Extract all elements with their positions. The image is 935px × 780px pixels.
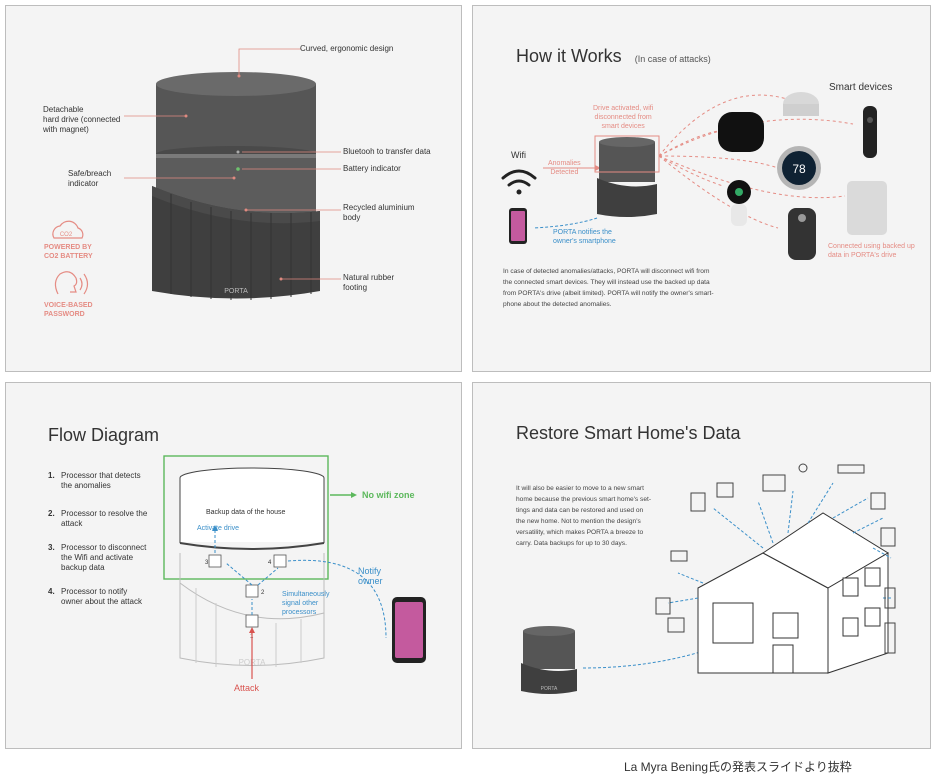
- flow-diagram-illustration: PORTA 3 2 1 4: [163, 455, 426, 679]
- co2-cloud-icon: CO2: [52, 220, 84, 239]
- nest-thermostat-icon: 78: [777, 146, 821, 190]
- restore-description: It will also be easier to move to a new …: [516, 485, 652, 547]
- how-it-works-diagram: 78: [501, 92, 887, 260]
- list-item: 1. Processor that detects the anomalies: [48, 471, 141, 490]
- svg-text:2: 2: [261, 590, 265, 596]
- panel-product-features: PORTA CO2 Curved, ergonomic: [5, 5, 462, 372]
- wifi-label: Wifi: [511, 150, 526, 160]
- smart-lock-icon: [788, 208, 816, 260]
- panel-restore-data: Restore Smart Home's Data It will also b…: [472, 382, 931, 749]
- porta-device-icon: PORTA: [521, 626, 577, 694]
- panel-flow-diagram: Flow Diagram 1. Processor that detects t…: [5, 382, 462, 749]
- voice-password: VOICE-BASED PASSWORD: [44, 302, 93, 318]
- restore-home-illustration: PORTA: [521, 463, 896, 694]
- drive-activated-label: Drive activated, wifi disconnected from …: [593, 105, 654, 130]
- powered-by-co2: POWERED BY CO2 BATTERY: [44, 244, 93, 260]
- svg-text:CO2: CO2: [60, 232, 73, 238]
- notify-owner-label: Notify owner: [358, 566, 383, 586]
- porta-notifies-label: PORTA notifies the owner's smartphone: [553, 229, 616, 245]
- home-speaker-icon: [847, 181, 887, 235]
- attack-label: Attack: [234, 683, 260, 693]
- source-caption: La Myra Bening氏の発表スライドより抜粋: [624, 760, 852, 774]
- list-item: 3. Processor to disconnect the Wifi and …: [48, 543, 147, 572]
- label-bluetooth: Bluetooh to transfer data: [343, 147, 431, 156]
- device-brand: PORTA: [224, 288, 248, 295]
- camera-icon: [727, 180, 751, 226]
- wifi-icon: [501, 169, 537, 195]
- label-safe: Safe/breach indicator: [68, 169, 112, 188]
- panel-how-it-works: How it Works (In case of attacks) Smart …: [472, 5, 931, 372]
- anomalies-label: Anomalies Detected: [548, 160, 581, 176]
- porta-device-illustration: PORTA CO2: [52, 48, 341, 300]
- backup-data-label: Backup data of the house: [206, 509, 286, 516]
- page-title: How it Works (In case of attacks): [516, 46, 711, 66]
- connected-backup-label: Connected using backed up data in PORTA'…: [828, 243, 915, 259]
- smartphone-icon: [509, 208, 527, 244]
- simultaneously-label: Simultaneously signal other processors: [282, 591, 330, 616]
- svg-text:PORTA: PORTA: [541, 686, 558, 692]
- no-wifi-zone-label: No wifi zone: [362, 490, 415, 500]
- svg-text:4: 4: [268, 560, 272, 566]
- smart-speaker-icon: [783, 92, 819, 116]
- activate-drive-label: Activate drive: [197, 525, 240, 532]
- porta-device-icon: [594, 135, 660, 217]
- label-rubber: Natural rubber footing: [343, 273, 395, 292]
- how-it-works-description: In case of detected anomalies/attacks, P…: [503, 268, 714, 308]
- ecobee-icon: [718, 112, 764, 152]
- smartphone-icon: [392, 597, 426, 663]
- label-curved: Curved, ergonomic design: [300, 44, 394, 53]
- smart-devices-label: Smart devices: [829, 82, 893, 93]
- label-recycled: Recycled aluminium body: [343, 203, 415, 222]
- voice-head-icon: [54, 271, 89, 295]
- page-title: Restore Smart Home's Data: [516, 423, 741, 443]
- doorbell-icon: [863, 106, 877, 158]
- house-icon: [697, 512, 889, 674]
- page-title: Flow Diagram: [48, 425, 160, 445]
- label-battery: Battery indicator: [343, 164, 401, 173]
- smart-device-icons: [655, 463, 896, 654]
- list-item: 2. Processor to resolve the attack: [48, 509, 148, 528]
- list-item: 4. Processor to notify owner about the a…: [48, 587, 142, 606]
- svg-text:78: 78: [792, 162, 806, 176]
- svg-text:3: 3: [205, 560, 209, 566]
- label-detachable: Detachable hard drive (connected with ma…: [43, 105, 121, 134]
